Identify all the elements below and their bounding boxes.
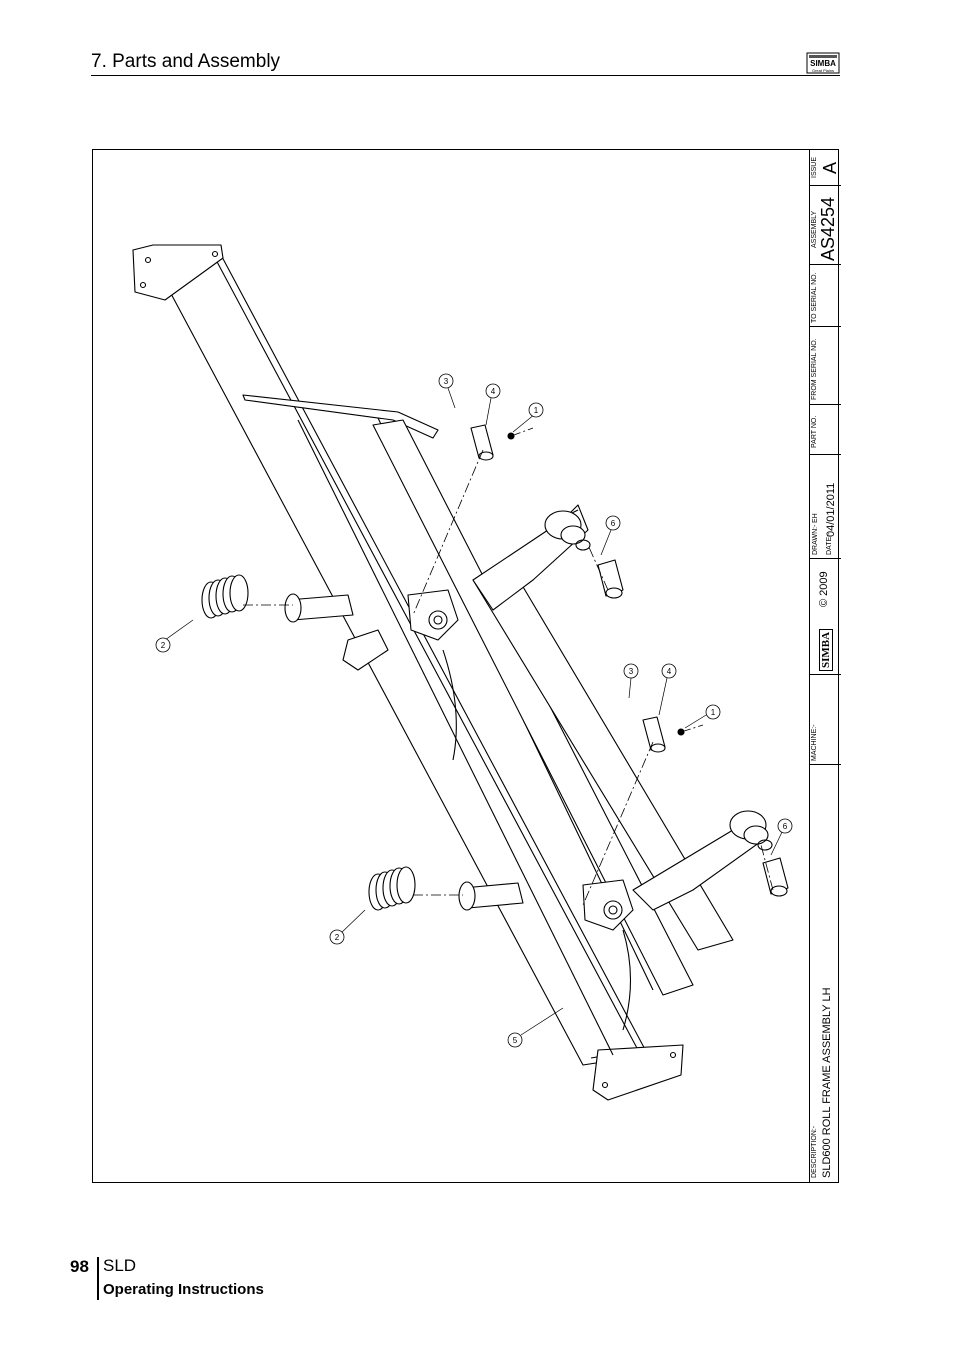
balloon-2-upper: 2 (161, 641, 166, 650)
assembly-value: AS4254 (818, 196, 838, 261)
manual-subtitle: Operating Instructions (103, 1281, 264, 1298)
model-name: SLD (103, 1256, 137, 1275)
cell-machine: MACHINE:- (810, 675, 841, 765)
drawn-label: DRAWN:- (812, 524, 819, 555)
balloon-3-lower: 3 (629, 667, 634, 676)
simba-logo: SIMBA Great Plains (806, 52, 840, 74)
cell-assembly: ASSEMBLY AS4254 (810, 186, 841, 265)
cell-to-serial: TO SERIAL NO. (810, 265, 841, 327)
description-value: SLD600 ROLL FRAME ASSEMBLY LH (821, 987, 833, 1178)
logo-subtext: Great Plains (812, 68, 834, 73)
logo-text: SIMBA (810, 59, 836, 68)
copyright: © 2009 (818, 571, 830, 607)
date-value: 04/01/2011 (825, 482, 837, 537)
balloon-1-lower: 1 (711, 708, 716, 717)
to-serial-label: TO SERIAL NO. (811, 272, 818, 323)
balloon-3-upper: 3 (444, 377, 449, 386)
section-title: 7. Parts and Assembly (91, 51, 281, 72)
cell-part-no: PART NO. (810, 405, 841, 455)
balloon-6-upper: 6 (611, 519, 616, 528)
page-number: 98 (70, 1257, 89, 1276)
balloon-4-upper: 4 (491, 387, 496, 396)
footer-divider (97, 1257, 99, 1300)
assembly-drawing: 2 2 5 3 4 1 6 3 4 1 6 (132, 244, 793, 1101)
cell-issue: ISSUE A (810, 150, 841, 186)
balloon-1-upper: 1 (534, 406, 539, 415)
cell-drawn-date: DRAWN:- EH DATE:- 04/01/2011 (810, 455, 841, 559)
header-rule (91, 75, 840, 76)
cell-copyright: © 2009 SIMBA (810, 559, 841, 675)
simba-logo-vertical: SIMBA (819, 628, 833, 671)
assembly-label: ASSEMBLY (811, 210, 818, 248)
balloon-2-lower: 2 (335, 933, 340, 942)
drawn-value: EH (812, 513, 819, 523)
from-serial-label: FROM SERIAL NO. (811, 338, 818, 400)
issue-label: ISSUE (811, 156, 818, 178)
title-block: ISSUE A ASSEMBLY AS4254 TO SERIAL NO. FR… (809, 150, 841, 1182)
balloon-4-lower: 4 (667, 667, 672, 676)
part-no-label: PART NO. (811, 415, 818, 448)
balloon-5: 5 (513, 1036, 518, 1045)
cell-description: DESCRIPTION:- SLD600 ROLL FRAME ASSEMBLY… (810, 765, 841, 1182)
cell-from-serial: FROM SERIAL NO. (810, 327, 841, 405)
drawing-frame: 2 2 5 3 4 1 6 3 4 1 6 ISSUE A (92, 149, 841, 1183)
balloon-6-lower: 6 (783, 822, 788, 831)
machine-label: MACHINE:- (811, 724, 818, 761)
description-label: DESCRIPTION:- (811, 1125, 818, 1178)
issue-value: A (820, 161, 840, 174)
